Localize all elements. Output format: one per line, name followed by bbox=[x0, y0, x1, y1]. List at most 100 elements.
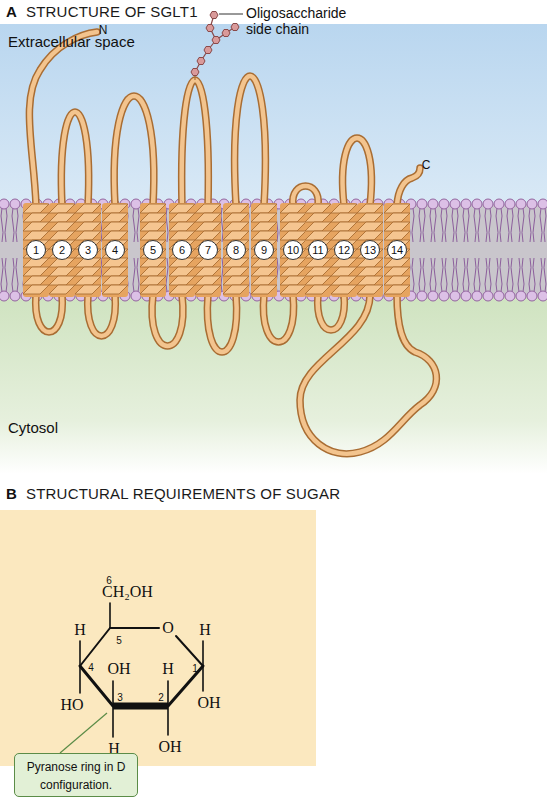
helix-stripe bbox=[49, 204, 75, 213]
lipid-tail bbox=[507, 258, 513, 292]
loop-outline bbox=[29, 32, 97, 205]
lipid-tail bbox=[1, 258, 7, 292]
atom-label: HO bbox=[60, 696, 83, 714]
lipid-head bbox=[472, 291, 482, 301]
lipid-head bbox=[527, 291, 537, 301]
helix-number: 1 bbox=[33, 244, 39, 256]
helix-stripe bbox=[140, 222, 166, 231]
terminus-label: C bbox=[422, 159, 431, 172]
bond bbox=[202, 666, 204, 691]
loop bbox=[114, 96, 154, 205]
helix-core bbox=[140, 203, 166, 297]
panel-title: STRUCTURAL REQUIREMENTS OF SUGAR bbox=[26, 486, 340, 503]
helix-stripe bbox=[75, 276, 101, 285]
helix-number: 11 bbox=[312, 244, 323, 256]
helix-core bbox=[384, 203, 410, 297]
helix-stripe bbox=[169, 285, 195, 294]
lipid-tail bbox=[518, 258, 524, 292]
bond bbox=[112, 681, 114, 706]
loop-outline bbox=[263, 295, 293, 342]
lipid-head bbox=[538, 199, 547, 209]
helix-number: 14 bbox=[391, 244, 403, 256]
helix-stripe bbox=[223, 285, 249, 294]
helix-stripe bbox=[102, 267, 128, 276]
helix-core bbox=[23, 203, 49, 297]
helix-stripe bbox=[357, 204, 383, 213]
atom-label: H bbox=[162, 660, 174, 678]
helix-stripe bbox=[169, 213, 195, 222]
helix-stripe bbox=[384, 222, 410, 231]
bond bbox=[112, 706, 114, 737]
loop bbox=[182, 80, 209, 205]
helix-stripe bbox=[23, 267, 49, 276]
atom-label: OH bbox=[158, 738, 181, 756]
helix-circle: 1 bbox=[26, 240, 46, 260]
helix-stripe bbox=[49, 213, 75, 222]
lipid-head bbox=[505, 199, 515, 209]
helix-stripe bbox=[357, 213, 383, 222]
loop-outline bbox=[152, 295, 183, 346]
helix-circle: 11 bbox=[308, 240, 328, 260]
lipid-head bbox=[450, 291, 460, 301]
lipid-head bbox=[439, 199, 449, 209]
helix-stripe bbox=[251, 222, 277, 231]
helix-core bbox=[251, 203, 277, 297]
lipid-head bbox=[428, 291, 438, 301]
bond bbox=[109, 603, 111, 628]
helix-stripe bbox=[305, 267, 331, 276]
helix-circle: 9 bbox=[254, 240, 274, 260]
helix-stripe bbox=[331, 267, 357, 276]
lipid-head bbox=[10, 291, 20, 301]
helix-stripe bbox=[331, 285, 357, 294]
sugar-residue bbox=[212, 37, 220, 44]
lipid-tail bbox=[133, 208, 139, 242]
sugar-panel bbox=[0, 510, 316, 766]
helix-core bbox=[102, 203, 128, 297]
helix-core bbox=[49, 203, 75, 297]
lipid-head bbox=[483, 199, 493, 209]
lipid-tail bbox=[529, 208, 535, 242]
lipid-head bbox=[131, 291, 141, 301]
lipid-tail bbox=[441, 208, 447, 242]
atom-label: OH bbox=[107, 660, 130, 678]
lipid-head bbox=[494, 199, 504, 209]
lipid-tail bbox=[430, 258, 436, 292]
lipid-head bbox=[10, 199, 20, 209]
helix-circle: 3 bbox=[78, 240, 98, 260]
helix-stripe bbox=[251, 276, 277, 285]
loop-outline bbox=[293, 186, 318, 205]
helix-stripe bbox=[140, 267, 166, 276]
sugar-residue bbox=[210, 12, 218, 19]
loop-outline bbox=[88, 295, 116, 336]
lipid-tail bbox=[540, 258, 546, 292]
bond-bold bbox=[113, 703, 168, 710]
helix-stripe bbox=[140, 231, 166, 240]
loop-outline bbox=[36, 295, 63, 332]
loop-outline bbox=[397, 168, 420, 205]
loop bbox=[235, 76, 266, 205]
helix-stripe bbox=[305, 213, 331, 222]
helix-stripe bbox=[331, 276, 357, 285]
helix-circle: 14 bbox=[387, 240, 407, 260]
helix-stripe bbox=[223, 276, 249, 285]
helix-stripe bbox=[251, 213, 277, 222]
helix-stripe bbox=[251, 267, 277, 276]
membrane-core bbox=[0, 204, 547, 296]
lipid-head bbox=[461, 291, 471, 301]
lipid-tail bbox=[419, 208, 425, 242]
helix-stripe bbox=[140, 213, 166, 222]
loop-outline bbox=[343, 138, 372, 205]
helix-circle: 7 bbox=[198, 240, 218, 260]
loop bbox=[300, 295, 436, 454]
helix-stripe bbox=[75, 285, 101, 294]
lipid-head bbox=[461, 199, 471, 209]
lipid-tail bbox=[496, 258, 502, 292]
carbon-number: 3 bbox=[117, 692, 123, 703]
sugar-residue bbox=[231, 24, 239, 31]
lipid-tail bbox=[507, 208, 513, 242]
helix-stripe bbox=[195, 267, 221, 276]
atom-label: O bbox=[162, 619, 174, 637]
sugar-residue bbox=[206, 25, 214, 32]
helix-stripe bbox=[23, 285, 49, 294]
